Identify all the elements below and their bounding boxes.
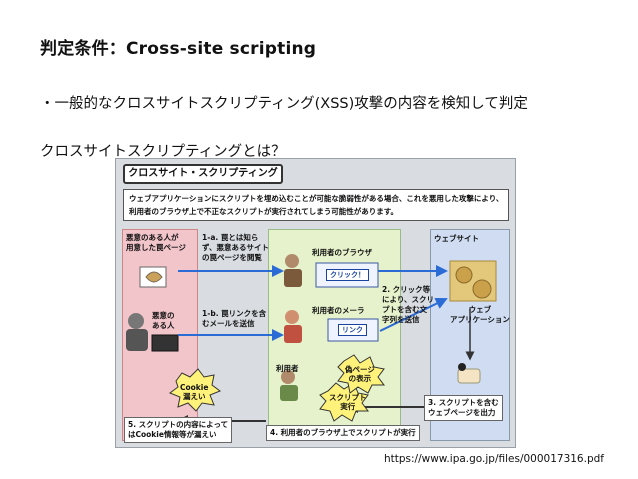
step-1a: 1-a. 罠とは知ら ず、悪意あるサイト の罠ページを閲覧: [202, 233, 269, 262]
question-text: クロスサイトスクリプティングとは？: [40, 144, 286, 160]
script-scroll-icon: [457, 363, 481, 384]
source-url: https://www.ipa.go.jp/files/000017316.pd…: [384, 453, 604, 465]
script-burst: スクリプト 実行: [329, 393, 367, 411]
fake-page-burst: 偽ページ の表示: [345, 365, 375, 383]
cookie-burst-shape: [168, 368, 222, 412]
description-line: ウェブアプリケーションにスクリプトを埋め込むことが可能な脆弱性がある場合、これを…: [129, 194, 504, 203]
click-button: クリック！: [326, 269, 369, 281]
xss-diagram: クロスサイト・スクリプティング ウェブアプリケーションにスクリプトを埋め込むこと…: [115, 158, 516, 448]
diagram-graphics: [126, 254, 497, 427]
step-3: 3. スクリプトを含む ウェブページを出力: [424, 395, 503, 421]
fake-burst-shape: [337, 354, 385, 394]
bullet-text: ・一般的なクロスサイトスクリプティング(XSS)攻撃の内容を検知して判定: [40, 96, 528, 112]
user-icon: [280, 370, 298, 401]
cookie-burst: Cookie 漏えい: [180, 383, 209, 401]
attacker-label: 悪意の ある人: [152, 311, 175, 330]
user-label: 利用者: [276, 364, 299, 373]
website-label: ウェブサイト: [434, 234, 479, 243]
gears-icon: [449, 260, 497, 302]
step-4: 4. 利用者のブラウザ上でスクリプトが実行: [266, 425, 420, 441]
step-2: 2. クリック等 により、スクリ プトを含む文 字列を送信: [382, 285, 435, 324]
arrow-2b: [379, 297, 448, 332]
step-5: 5. スクリプトの内容によって はCookie情報等が漏えい: [124, 417, 233, 443]
user-browser-label: 利用者のブラウザ: [312, 248, 372, 257]
webapp-label: ウェブ アプリケーション: [450, 305, 510, 324]
user-mailer-label: 利用者のメーラ: [312, 306, 365, 315]
trap-page-icon: [139, 266, 167, 288]
diagram-header: クロスサイト・スクリプティング: [123, 164, 283, 184]
diagram-description: ウェブアプリケーションにスクリプトを埋め込むことが可能な脆弱性がある場合、これを…: [123, 189, 509, 221]
description-line: 利用者のブラウザ上で不正なスクリプトが実行されてしまう可能性があります。: [129, 207, 399, 216]
step-1b: 1-b. 罠リンクを含 むメールを送信: [202, 309, 267, 328]
link-button: リンク: [338, 324, 367, 336]
trap-page-label: 悪意のある人が 用意した罠ページ: [126, 233, 186, 252]
slide-title: 判定条件：Cross-site scripting: [40, 39, 317, 59]
attacker-icon: [126, 313, 179, 352]
